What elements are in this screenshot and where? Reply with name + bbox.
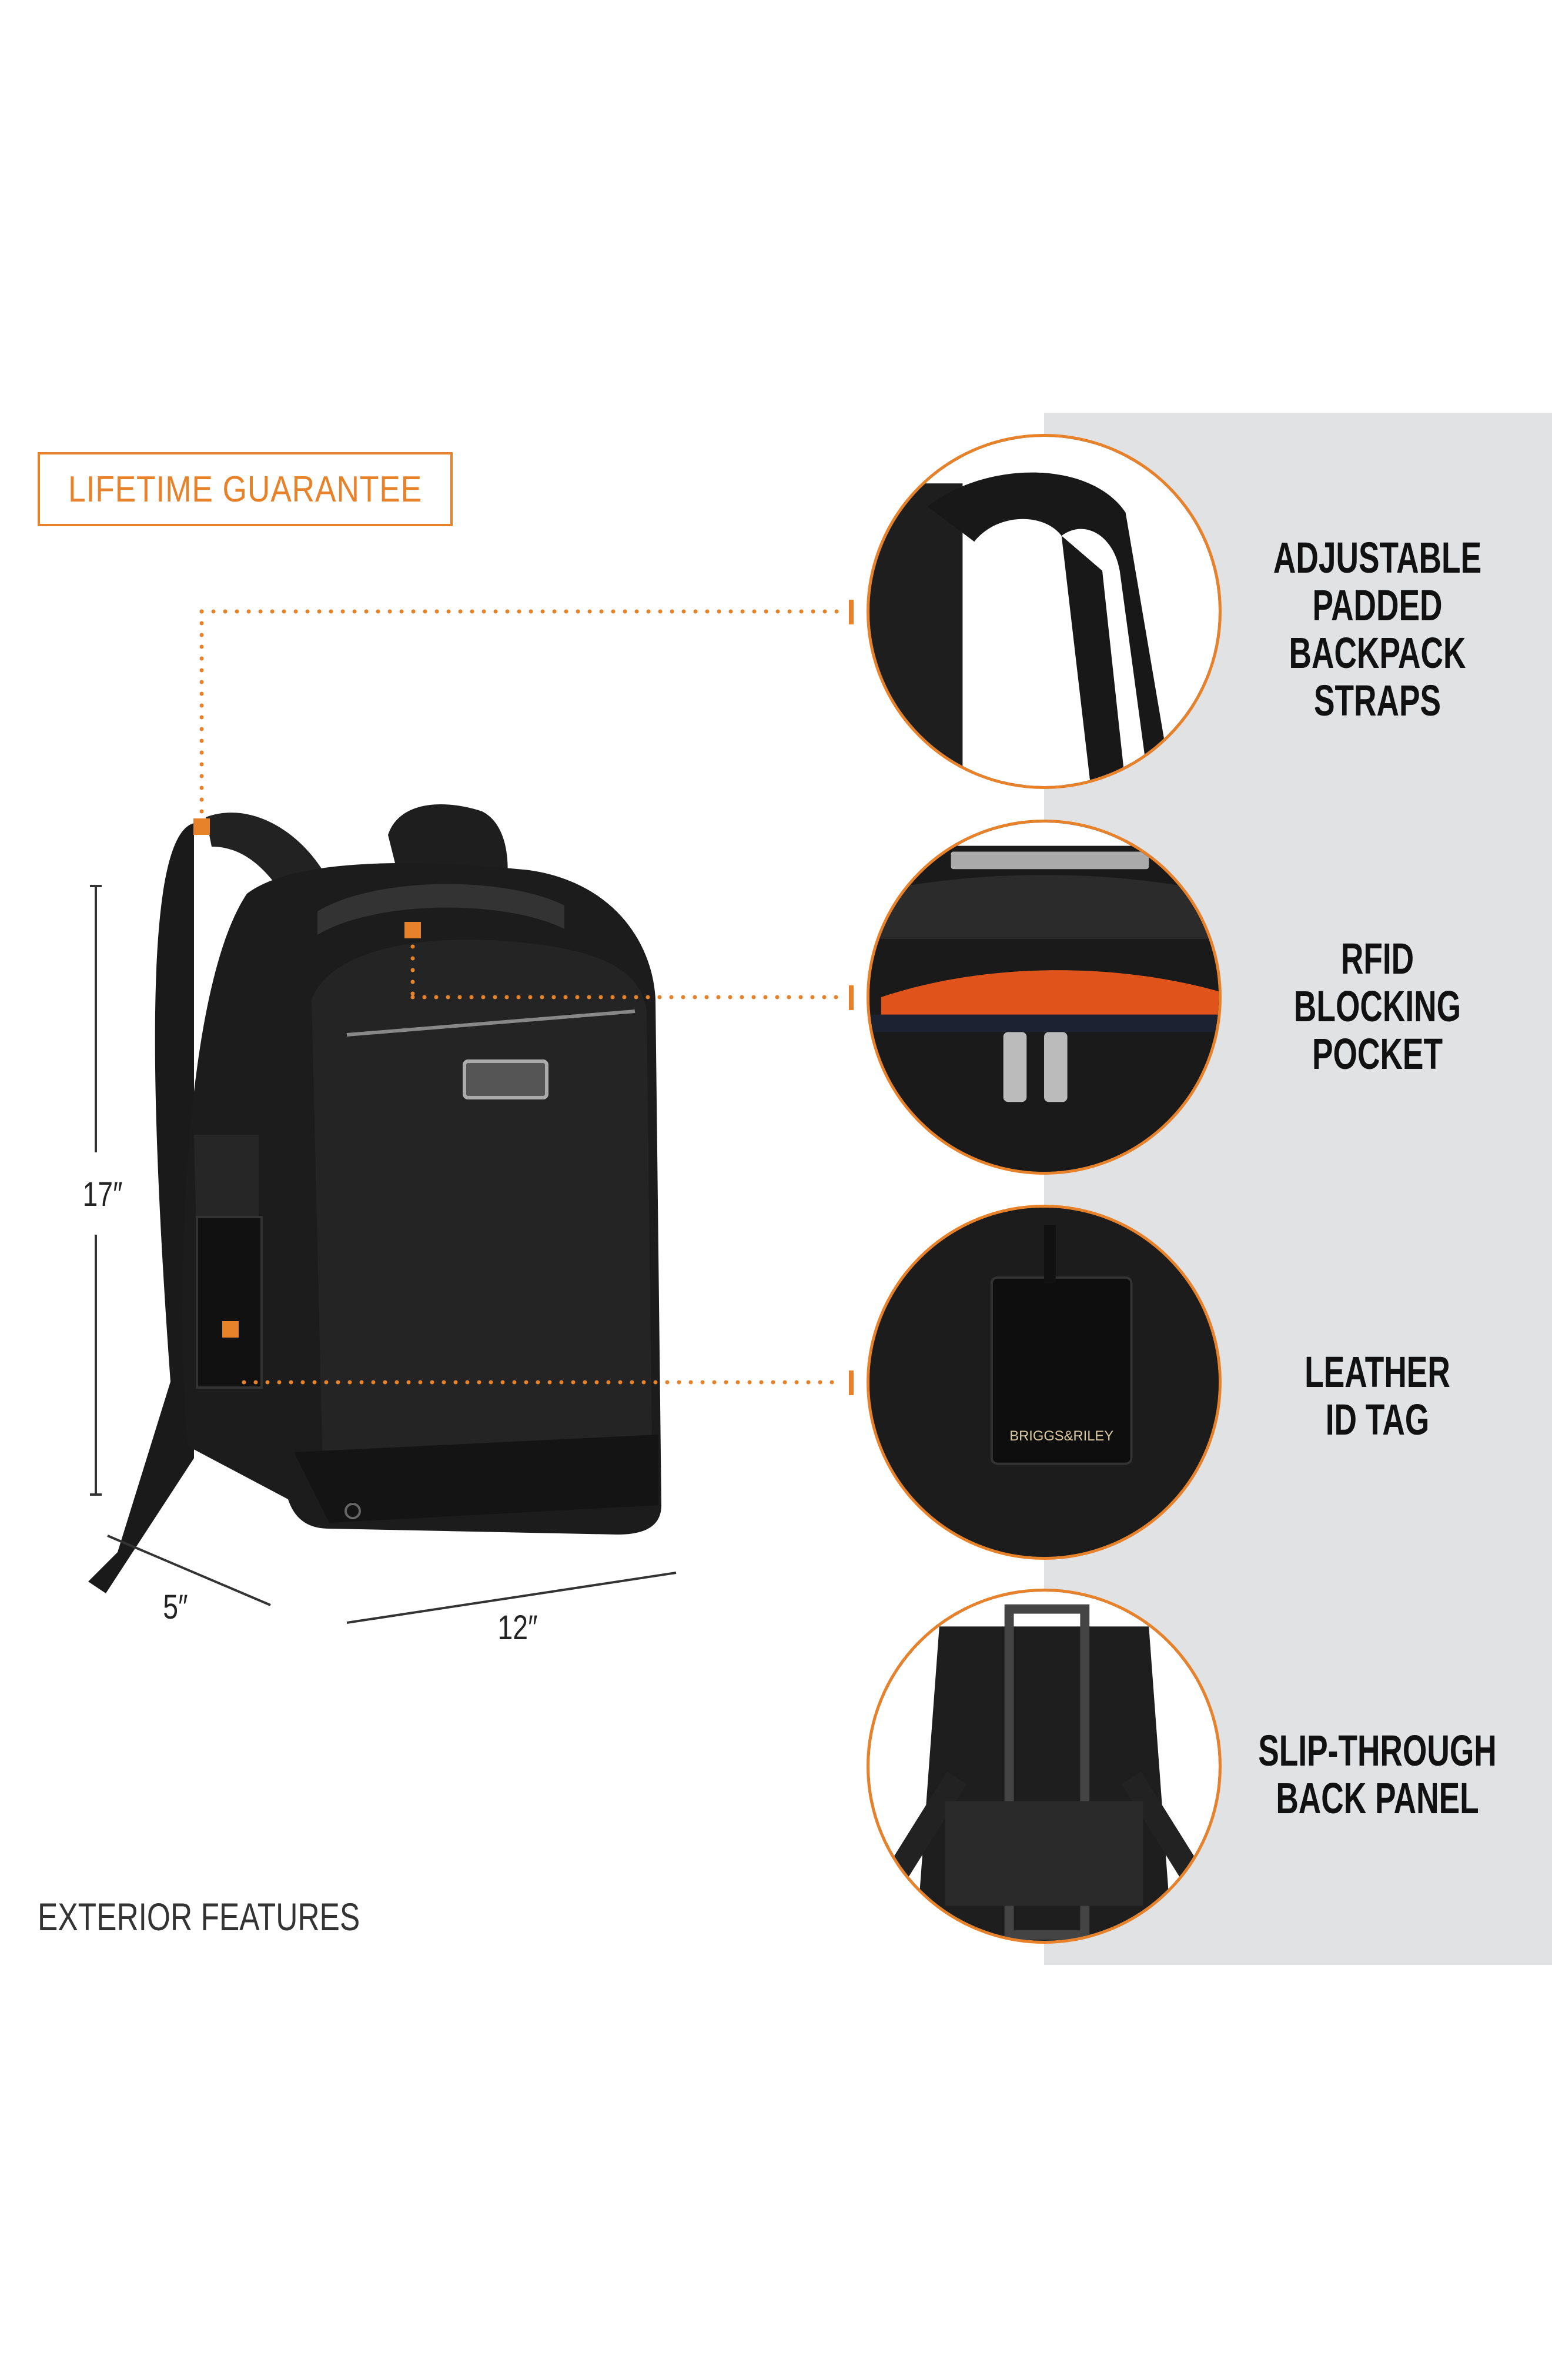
exterior-features-caption: EXTERIOR FEATURES — [38, 1895, 360, 1938]
feature-label-back-panel: SLIP-THROUGH BACK PANEL — [1250, 1727, 1504, 1822]
feature-label-rfid: RFID BLOCKING POCKET — [1250, 935, 1504, 1078]
dimension-lines — [90, 885, 677, 1624]
label-line: STRAPS — [1313, 676, 1441, 725]
callout-markers — [193, 818, 421, 1338]
tag-brand-text: BRIGGS&RILEY — [1009, 1428, 1113, 1444]
id-tag — [196, 1216, 263, 1389]
label-line: SLIP-THROUGH — [1258, 1726, 1497, 1775]
label-line: BACKPACK — [1289, 629, 1466, 677]
label-line: RFID — [1340, 934, 1414, 983]
feature-label-straps: ADJUSTABLE PADDED BACKPACK STRAPS — [1250, 534, 1504, 724]
feature-label-id-tag: LEATHER ID TAG — [1250, 1348, 1504, 1443]
lifetime-guarantee-badge: LIFETIME GUARANTEE — [38, 452, 453, 526]
label-line: BACK PANEL — [1276, 1774, 1479, 1823]
depth-dimension: 5″ — [163, 1588, 188, 1626]
width-dimension: 12″ — [497, 1609, 538, 1647]
rfid-pocket-detail-image — [867, 820, 1222, 1175]
left-strap — [88, 823, 194, 1593]
label-line: ADJUSTABLE — [1273, 533, 1482, 582]
label-line: BLOCKING — [1293, 982, 1461, 1031]
height-dimension: 17″ — [82, 1175, 123, 1214]
id-tag-detail-image: BRIGGS&RILEY — [867, 1205, 1222, 1560]
callout-lines — [199, 609, 843, 1385]
label-line: ID TAG — [1325, 1395, 1430, 1444]
label-line: PADDED — [1312, 581, 1443, 630]
label-line: LEATHER — [1305, 1348, 1450, 1396]
straps-detail-image — [867, 434, 1222, 789]
label-line: POCKET — [1312, 1029, 1443, 1078]
back-panel-detail-image — [867, 1589, 1222, 1944]
lifetime-guarantee-label: LIFETIME GUARANTEE — [68, 469, 423, 510]
